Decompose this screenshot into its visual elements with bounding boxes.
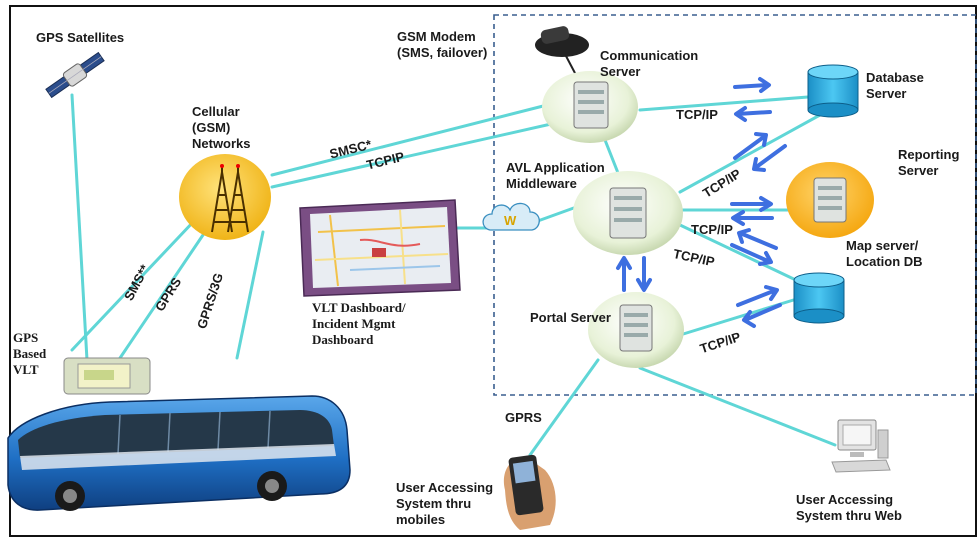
link-gprs <box>118 230 207 360</box>
satellite-icon <box>45 51 105 99</box>
cellular-network-node <box>179 154 271 240</box>
arrow-avl-map-out <box>730 243 773 266</box>
arrow-avl-db-in <box>752 144 787 172</box>
cloud-label: W <box>504 213 517 228</box>
server-icon <box>573 81 609 129</box>
connection-lines <box>70 93 837 457</box>
cloud-icon <box>482 202 540 231</box>
avl-middleware-node <box>573 171 683 255</box>
arrow-avl-rep-out <box>730 196 773 212</box>
link-satellite-vlt <box>70 93 89 362</box>
link-tcpip-cell <box>270 120 562 189</box>
communication-server-node <box>542 71 638 143</box>
link-gprs3g <box>235 230 265 360</box>
mobile-phone-icon <box>503 454 556 530</box>
label-avl-middleware: AVL Application Middleware <box>506 160 605 191</box>
link-smsc <box>270 101 557 177</box>
vlt-device-icon <box>63 357 151 395</box>
cell-tower-icon <box>211 166 249 233</box>
link-avl-db <box>678 113 822 194</box>
link-comm-db <box>638 95 810 112</box>
data-flow-arrows <box>616 77 787 328</box>
link-portal-web <box>638 366 837 447</box>
link-avl-map <box>678 223 802 284</box>
server-icon <box>609 187 647 239</box>
arrow-comm-db-out <box>733 77 771 93</box>
arrow-comm-db-in <box>734 106 772 122</box>
arrow-portal-map-out <box>736 285 779 307</box>
desktop-computer-icon <box>831 419 891 473</box>
reporting-server-node <box>786 162 874 238</box>
arrow-avl-rep-in <box>731 210 774 226</box>
location-db-icon <box>793 272 845 324</box>
label-reporting-server: Reporting Server <box>898 147 960 178</box>
link-label-tcpip-reporting: TCP/IP <box>691 222 733 237</box>
label-user-mobiles: User Accessing System thru mobiles <box>396 480 494 527</box>
label-database-server: Database Server <box>866 70 924 101</box>
label-user-web: User Accessing System thru Web <box>796 492 902 523</box>
label-communication-server: Communication Server <box>600 48 699 79</box>
link-portal-mobile <box>528 358 600 457</box>
label-portal-server: Portal Server <box>530 310 611 325</box>
label-gps-based-vlt: GPS Based VLT <box>13 330 47 377</box>
server-icon <box>813 177 847 223</box>
label-gsm-modem: GSM Modem (SMS, failover) <box>397 29 488 60</box>
label-vlt-dashboard: VLT Dashboard/ Incident Mgmt Dashboard <box>312 300 406 347</box>
label-cellular-networks: Cellular (GSM) Networks <box>192 104 251 151</box>
database-icon <box>807 64 859 118</box>
arrow-avl-map-in <box>737 228 778 250</box>
link-label-tcpip-db: TCP/IP <box>676 107 718 122</box>
server-boundary <box>493 14 977 396</box>
modem-icon <box>535 26 589 76</box>
arrow-avl-portal-down <box>636 256 652 292</box>
link-sms <box>70 218 197 352</box>
dashboard-tablet <box>299 199 461 297</box>
label-gps-satellites: GPS Satellites <box>36 30 125 45</box>
arrow-avl-portal-up <box>616 256 632 292</box>
arrow-avl-db-out <box>733 132 768 160</box>
bus-icon <box>7 395 351 511</box>
link-comm-avl <box>603 138 622 180</box>
server-icon <box>619 304 653 352</box>
arrow-portal-map-in <box>742 303 782 328</box>
link-label-gprs-mobile: GPRS <box>505 410 542 425</box>
label-map-server: Map server/ Location DB <box>846 238 923 269</box>
portal-server-node <box>588 292 684 368</box>
